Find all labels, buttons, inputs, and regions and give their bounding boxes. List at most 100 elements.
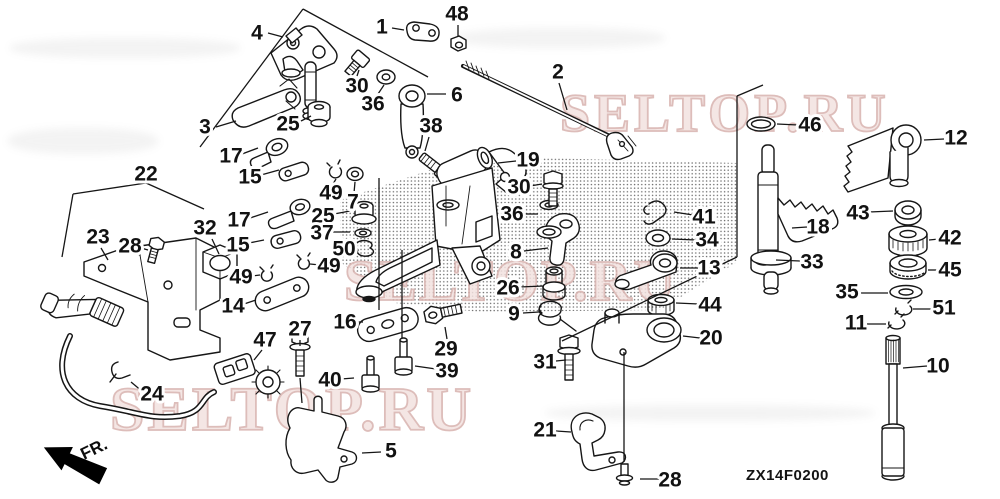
part-label-15[interactable]: 15 <box>223 231 253 260</box>
part-label-24[interactable]: 24 <box>137 380 167 409</box>
part-label-26[interactable]: 26 <box>493 274 522 303</box>
leader-line-49 <box>309 263 321 266</box>
part-label-28[interactable]: 28 <box>115 232 145 261</box>
leader-line-49 <box>332 178 337 185</box>
part-shaft-10 <box>881 334 905 481</box>
part-label-11[interactable]: 11 <box>842 309 871 338</box>
leader-line-41 <box>673 211 694 216</box>
scan-noise <box>455 28 665 48</box>
part-label-23[interactable]: 23 <box>83 223 112 252</box>
part-label-48[interactable]: 48 <box>442 0 472 29</box>
part-plate-4 <box>270 25 338 82</box>
part-label-50[interactable]: 50 <box>329 235 358 264</box>
part-label-37[interactable]: 37 <box>307 219 336 248</box>
assembly-line <box>145 182 205 210</box>
part-label-10[interactable]: 10 <box>923 352 952 381</box>
leader-line-33 <box>775 259 801 262</box>
leader-line-47 <box>253 349 263 361</box>
part-label-49[interactable]: 49 <box>226 263 255 292</box>
part-label-47[interactable]: 47 <box>250 326 279 355</box>
leader-line-44 <box>675 302 700 305</box>
leader-line-30 <box>356 69 360 77</box>
diagram-code: ZX14F0200 <box>746 467 829 484</box>
part-label-16[interactable]: 16 <box>330 308 359 337</box>
part-label-36[interactable]: 36 <box>358 90 387 119</box>
exploded-parts-artwork <box>40 21 928 486</box>
part-label-2[interactable]: 2 <box>549 58 567 87</box>
part-label-1[interactable]: 1 <box>373 13 391 42</box>
part-label-21[interactable]: 21 <box>530 416 560 445</box>
part-label-40[interactable]: 40 <box>315 366 344 395</box>
part-label-45[interactable]: 45 <box>935 256 965 285</box>
part-label-6[interactable]: 6 <box>448 81 466 110</box>
leader-lines <box>61 8 945 480</box>
part-label-46[interactable]: 46 <box>795 111 824 140</box>
part-label-44[interactable]: 44 <box>695 291 725 320</box>
part-label-13[interactable]: 13 <box>694 254 723 283</box>
leader-line-12 <box>923 138 945 141</box>
part-label-22[interactable]: 22 <box>131 160 160 189</box>
part-bracket-5 <box>285 395 358 483</box>
leader-line-36 <box>377 84 385 95</box>
assembly-line <box>299 377 303 404</box>
part-label-5[interactable]: 5 <box>382 437 400 466</box>
leader-line-15 <box>260 169 280 176</box>
leader-line-9 <box>522 311 540 314</box>
part-label-4[interactable]: 4 <box>248 19 266 48</box>
part-label-51[interactable]: 51 <box>929 294 959 323</box>
part-label-39[interactable]: 39 <box>432 357 461 386</box>
part-label-33[interactable]: 33 <box>797 248 826 277</box>
part-label-42[interactable]: 42 <box>935 224 964 253</box>
part-label-43[interactable]: 43 <box>843 199 872 228</box>
part-label-41[interactable]: 41 <box>689 203 719 232</box>
leader-line-31 <box>555 359 567 362</box>
part-label-25[interactable]: 25 <box>308 202 338 231</box>
leader-line-2 <box>558 82 568 111</box>
leader-line-23 <box>100 247 109 261</box>
leader-line-1 <box>391 27 405 31</box>
part-label-30[interactable]: 30 <box>504 173 533 202</box>
part-label-12[interactable]: 12 <box>941 124 970 153</box>
part-label-35[interactable]: 35 <box>832 278 862 307</box>
part-label-20[interactable]: 20 <box>696 324 725 353</box>
part-label-38[interactable]: 38 <box>416 112 446 141</box>
part-label-27[interactable]: 27 <box>285 315 314 344</box>
part-label-15[interactable]: 15 <box>235 163 265 192</box>
leader-line-17 <box>241 147 259 155</box>
leader-line-15 <box>248 239 265 244</box>
part-link-6 <box>400 103 425 149</box>
part-label-49[interactable]: 49 <box>316 179 345 208</box>
leader-line-30 <box>529 183 543 187</box>
fr-arrow-icon: FR. <box>43 435 110 485</box>
leader-line-19 <box>497 160 517 164</box>
leader-line-17 <box>249 211 269 219</box>
part-label-49[interactable]: 49 <box>314 252 343 281</box>
part-label-30[interactable]: 30 <box>342 72 371 101</box>
leader-line-5 <box>361 451 382 454</box>
part-label-28[interactable]: 28 <box>655 466 685 495</box>
part-label-25[interactable]: 25 <box>273 110 303 139</box>
assembly-line <box>61 193 74 258</box>
part-label-3[interactable]: 3 <box>196 113 214 142</box>
part-label-9[interactable]: 9 <box>505 300 523 329</box>
scan-noise <box>10 38 240 58</box>
part-plate-14 <box>254 276 310 312</box>
part-label-31[interactable]: 31 <box>530 348 560 377</box>
part-label-32[interactable]: 32 <box>190 214 219 243</box>
part-label-36[interactable]: 36 <box>497 200 526 229</box>
part-label-34[interactable]: 34 <box>692 226 722 255</box>
part-label-8[interactable]: 8 <box>507 238 525 267</box>
assembly-line <box>736 84 764 97</box>
part-label-17[interactable]: 17 <box>216 142 245 171</box>
part-label-7[interactable]: 7 <box>344 188 362 217</box>
part-label-14[interactable]: 14 <box>218 292 248 321</box>
scan-noise <box>8 128 158 154</box>
part-label-19[interactable]: 19 <box>513 146 542 175</box>
leader-line-46 <box>776 123 799 126</box>
part-label-17[interactable]: 17 <box>224 206 253 235</box>
part-label-29[interactable]: 29 <box>431 335 460 364</box>
assembly-line <box>72 182 147 195</box>
part-label-18[interactable]: 18 <box>803 213 833 242</box>
